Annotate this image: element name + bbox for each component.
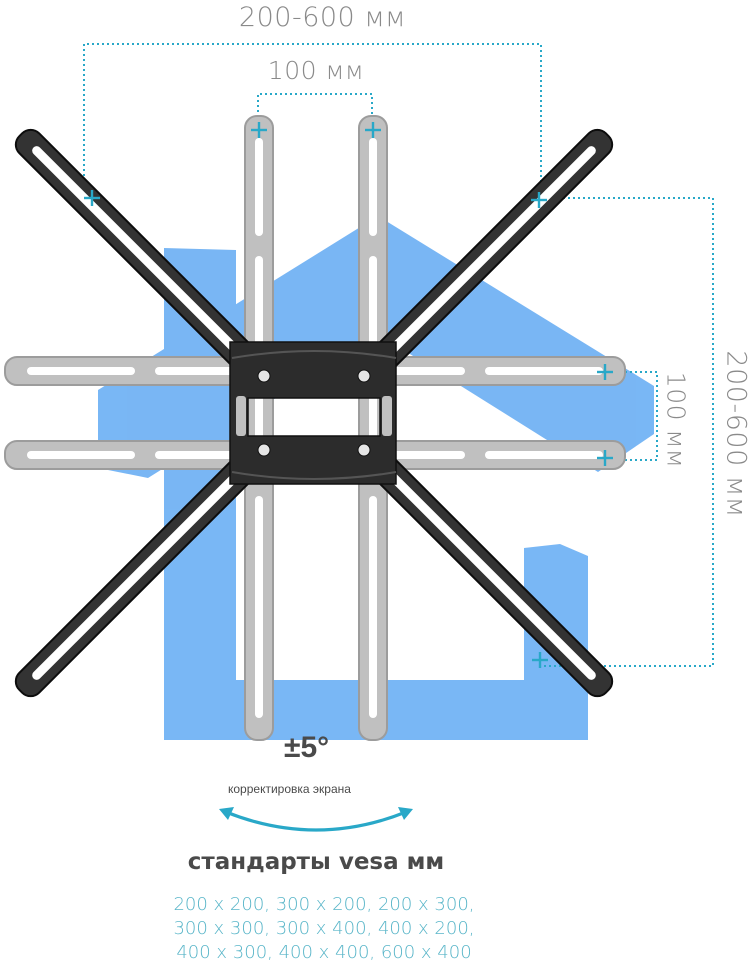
vesa-standards-title: стандарты vesa мм — [187, 849, 445, 875]
outer-width-label: 200-600 мм — [238, 2, 407, 33]
tilt-value: ±5° — [284, 731, 330, 764]
vesa-standards-line: 200 x 200, 300 x 200, 200 x 300, — [173, 894, 475, 915]
dimension-lines — [83, 43, 714, 667]
vesa-standards-list: 200 x 200, 300 x 200, 200 x 300, 300 x 3… — [0, 893, 648, 965]
outer-height-label: 200-600 мм — [720, 350, 752, 518]
inner-width-label: 100 мм — [267, 56, 365, 85]
inner-height-label: 100 мм — [661, 371, 691, 469]
vertical-rails — [244, 115, 388, 741]
vesa-standards-line: 400 x 300, 400 x 400, 600 x 400 — [176, 942, 472, 963]
vesa-standards-line: 300 x 300, 300 x 400, 400 x 200, — [173, 918, 475, 939]
curved-double-arrow-icon — [219, 807, 413, 832]
tilt-caption: корректировка экрана — [228, 782, 351, 796]
mount-plate — [229, 341, 397, 485]
